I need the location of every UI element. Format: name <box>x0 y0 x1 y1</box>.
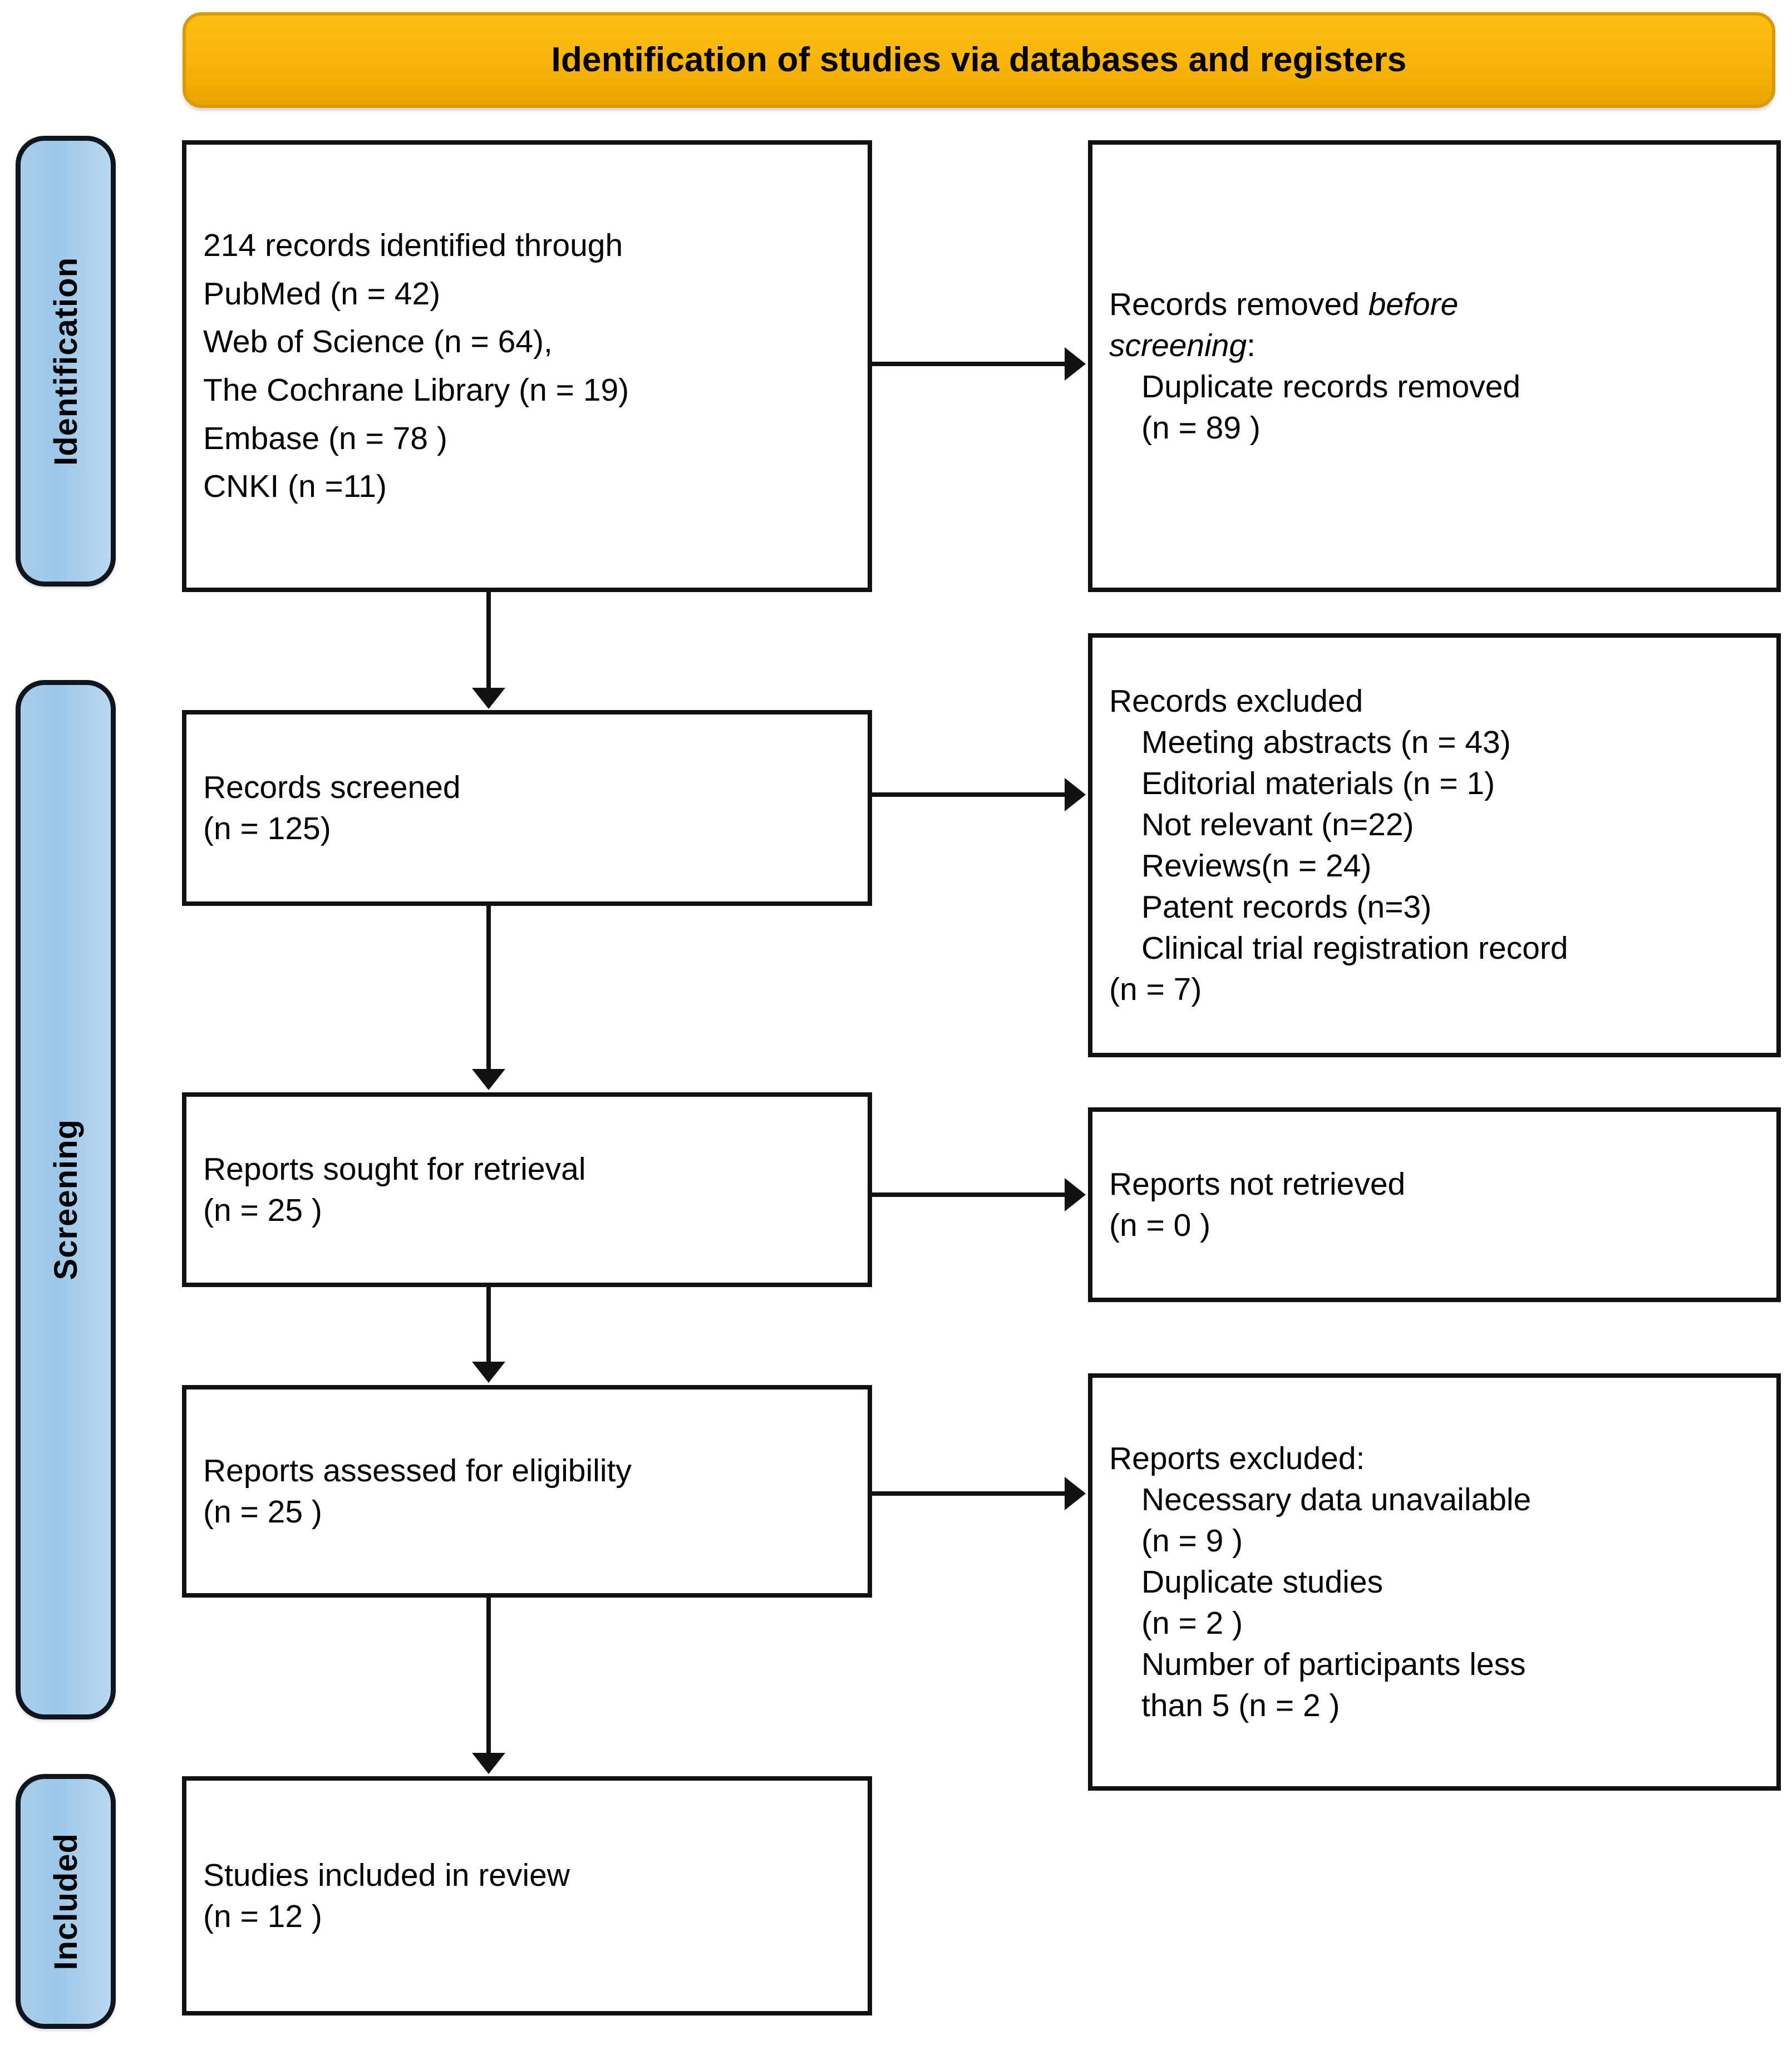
reports-excluded-item-4: (n = 2 ) <box>1141 1605 1243 1642</box>
reports-excluded-title: Reports excluded: <box>1109 1440 1365 1476</box>
studies-included-line-2: (n = 12 ) <box>203 1899 322 1934</box>
reports-excluded-item-5: Number of participants less <box>1141 1647 1526 1683</box>
records-removed-line-3: Duplicate records removed <box>1141 369 1521 405</box>
arrow-sought-to-not-retrieved-icon <box>871 1178 1086 1211</box>
arrow-screened-to-sought-icon <box>472 906 505 1090</box>
page-title: Identification of studies via databases … <box>551 40 1407 79</box>
box-records-excluded: Records excluded Meeting abstracts (n = … <box>1088 633 1781 1057</box>
reports-assessed-line-2: (n = 25 ) <box>203 1494 322 1530</box>
records-excluded-item-4: Reviews(n = 24) <box>1141 848 1372 884</box>
box-reports-sought-for-retrieval: Reports sought for retrieval (n = 25 ) <box>182 1092 872 1287</box>
reports-assessed-line-1: Reports assessed for eligibility <box>203 1452 632 1489</box>
arrow-identified-to-removed-icon <box>871 347 1086 381</box>
records-excluded-item-5: Patent records (n=3) <box>1141 889 1432 925</box>
records-excluded-tail: (n = 7) <box>1109 972 1202 1008</box>
records-identified-line-5: Embase (n = 78 ) <box>203 420 447 456</box>
records-excluded-title: Records excluded <box>1109 683 1363 719</box>
stage-label-screening: Screening <box>16 680 116 1719</box>
stage-label-included: Included <box>16 1774 116 2029</box>
records-excluded-item-6: Clinical trial registration record <box>1141 930 1568 967</box>
arrow-assessed-to-included-icon <box>472 1598 505 1774</box>
arrow-sought-to-assessed-icon <box>472 1287 505 1383</box>
reports-excluded-item-6: than 5 (n = 2 ) <box>1141 1688 1340 1724</box>
reports-excluded-item-3: Duplicate studies <box>1141 1564 1384 1600</box>
diagram-header-banner: Identification of studies via databases … <box>183 12 1775 108</box>
records-identified-line-4: The Cochrane Library (n = 19) <box>203 372 629 408</box>
records-identified-line-1: 214 records identified through <box>203 228 623 264</box>
reports-excluded-item-2: (n = 9 ) <box>1141 1522 1243 1559</box>
box-records-identified: 214 records identified through PubMed (n… <box>182 140 872 592</box>
stage-label-screening-text: Screening <box>47 1119 84 1280</box>
records-excluded-item-1: Meeting abstracts (n = 43) <box>1141 724 1511 760</box>
records-removed-line-2: screening: <box>1109 325 1760 366</box>
records-identified-line-2: PubMed (n = 42) <box>203 275 441 312</box>
reports-not-retrieved-line-2: (n = 0 ) <box>1109 1208 1211 1243</box>
box-reports-assessed-for-eligibility: Reports assessed for eligibility (n = 25… <box>182 1385 872 1598</box>
reports-sought-line-1: Reports sought for retrieval <box>203 1151 586 1187</box>
arrow-assessed-to-reports-excluded-icon <box>871 1477 1086 1510</box>
box-reports-not-retrieved: Reports not retrieved (n = 0 ) <box>1088 1107 1781 1302</box>
stage-label-identification: Identification <box>16 136 116 587</box>
records-removed-italic-before: before <box>1368 286 1459 322</box>
records-identified-line-6: CNKI (n =11) <box>203 469 387 505</box>
records-excluded-item-3: Not relevant (n=22) <box>1141 806 1414 842</box>
records-removed-line-1: Records removed before <box>1109 284 1760 325</box>
records-identified-line-3: Web of Science (n = 64), <box>203 324 553 360</box>
records-screened-line-2: (n = 125) <box>203 811 331 846</box>
box-reports-excluded: Reports excluded: Necessary data unavail… <box>1088 1373 1781 1791</box>
box-records-screened: Records screened (n = 125) <box>182 710 872 906</box>
reports-not-retrieved-line-1: Reports not retrieved <box>1109 1166 1406 1202</box>
records-removed-line-4: (n = 89 ) <box>1141 410 1261 446</box>
box-records-removed-before-screening: Records removed before screening: Duplic… <box>1088 140 1781 592</box>
reports-sought-line-2: (n = 25 ) <box>203 1192 322 1228</box>
records-screened-line-1: Records screened <box>203 769 461 805</box>
arrow-identified-to-screened-icon <box>472 592 505 709</box>
stage-label-identification-text: Identification <box>47 257 84 466</box>
stage-label-included-text: Included <box>47 1832 84 1970</box>
records-removed-lead: Records removed <box>1109 286 1368 322</box>
records-removed-italic-screening: screening <box>1109 327 1247 363</box>
box-studies-included-in-review: Studies included in review (n = 12 ) <box>182 1776 872 2015</box>
reports-excluded-item-1: Necessary data unavailable <box>1141 1481 1532 1517</box>
records-excluded-item-2: Editorial materials (n = 1) <box>1141 765 1495 801</box>
arrow-screened-to-records-excluded-icon <box>871 778 1086 811</box>
studies-included-line-1: Studies included in review <box>203 1857 570 1893</box>
records-removed-colon: : <box>1247 327 1256 363</box>
